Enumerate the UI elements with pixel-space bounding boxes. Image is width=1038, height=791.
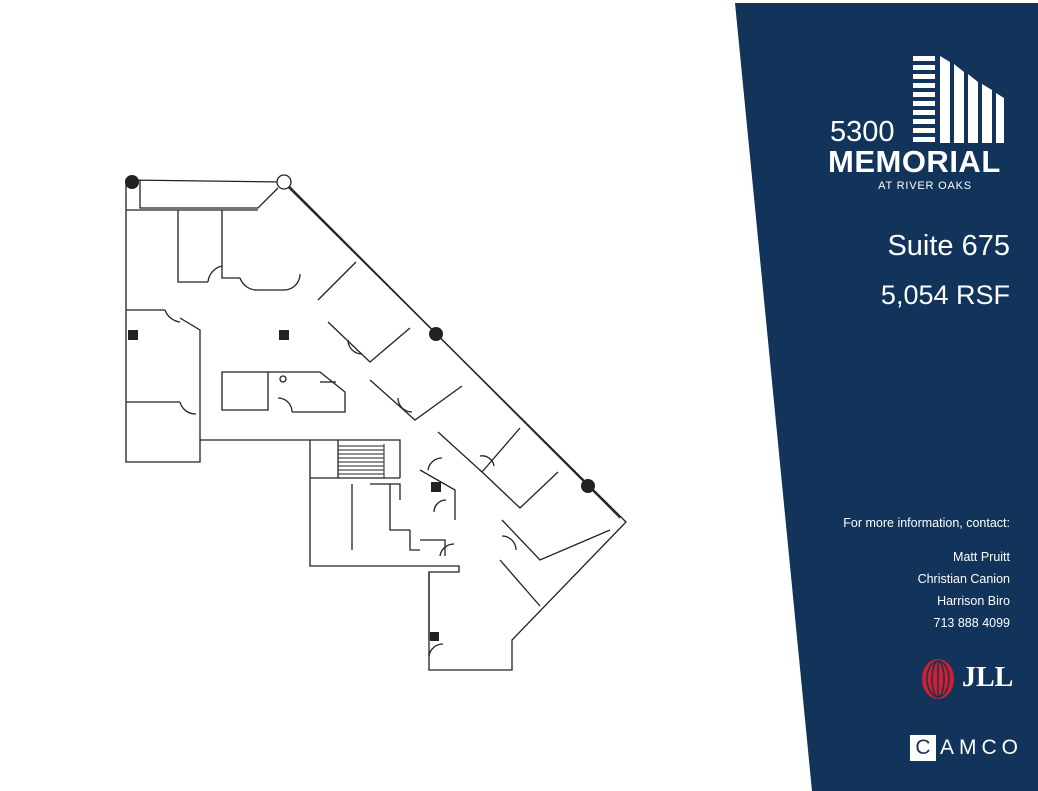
door-swing-icon xyxy=(207,265,223,283)
jll-logo: JLL xyxy=(962,662,1014,693)
building-logo-icon xyxy=(913,56,1004,143)
building-number: 5300 xyxy=(830,116,895,148)
contact-heading: For more information, contact: xyxy=(843,516,1010,530)
camco-logo: AMCO xyxy=(940,736,1023,759)
plan-core xyxy=(221,371,269,411)
building-name: MEMORIAL xyxy=(828,144,1001,179)
suite-area: 5,054 RSF xyxy=(880,280,1010,310)
contact-name: Christian Canion xyxy=(917,572,1010,586)
jll-helix-icon xyxy=(922,659,954,699)
contact-phone: 713 888 4099 xyxy=(933,616,1010,630)
plan-outer-wall xyxy=(125,179,627,671)
suite-title: Suite 675 xyxy=(887,230,1010,262)
column-marker-icon xyxy=(128,330,138,340)
contact-name: Harrison Biro xyxy=(937,594,1010,608)
camco-logo-box xyxy=(910,735,936,761)
building-location: AT RIVER OAKS xyxy=(878,180,972,192)
camco-initial: C xyxy=(915,736,931,759)
contact-name: Matt Pruitt xyxy=(953,550,1010,564)
stairs-icon xyxy=(338,444,385,478)
floor-plan xyxy=(125,174,627,671)
